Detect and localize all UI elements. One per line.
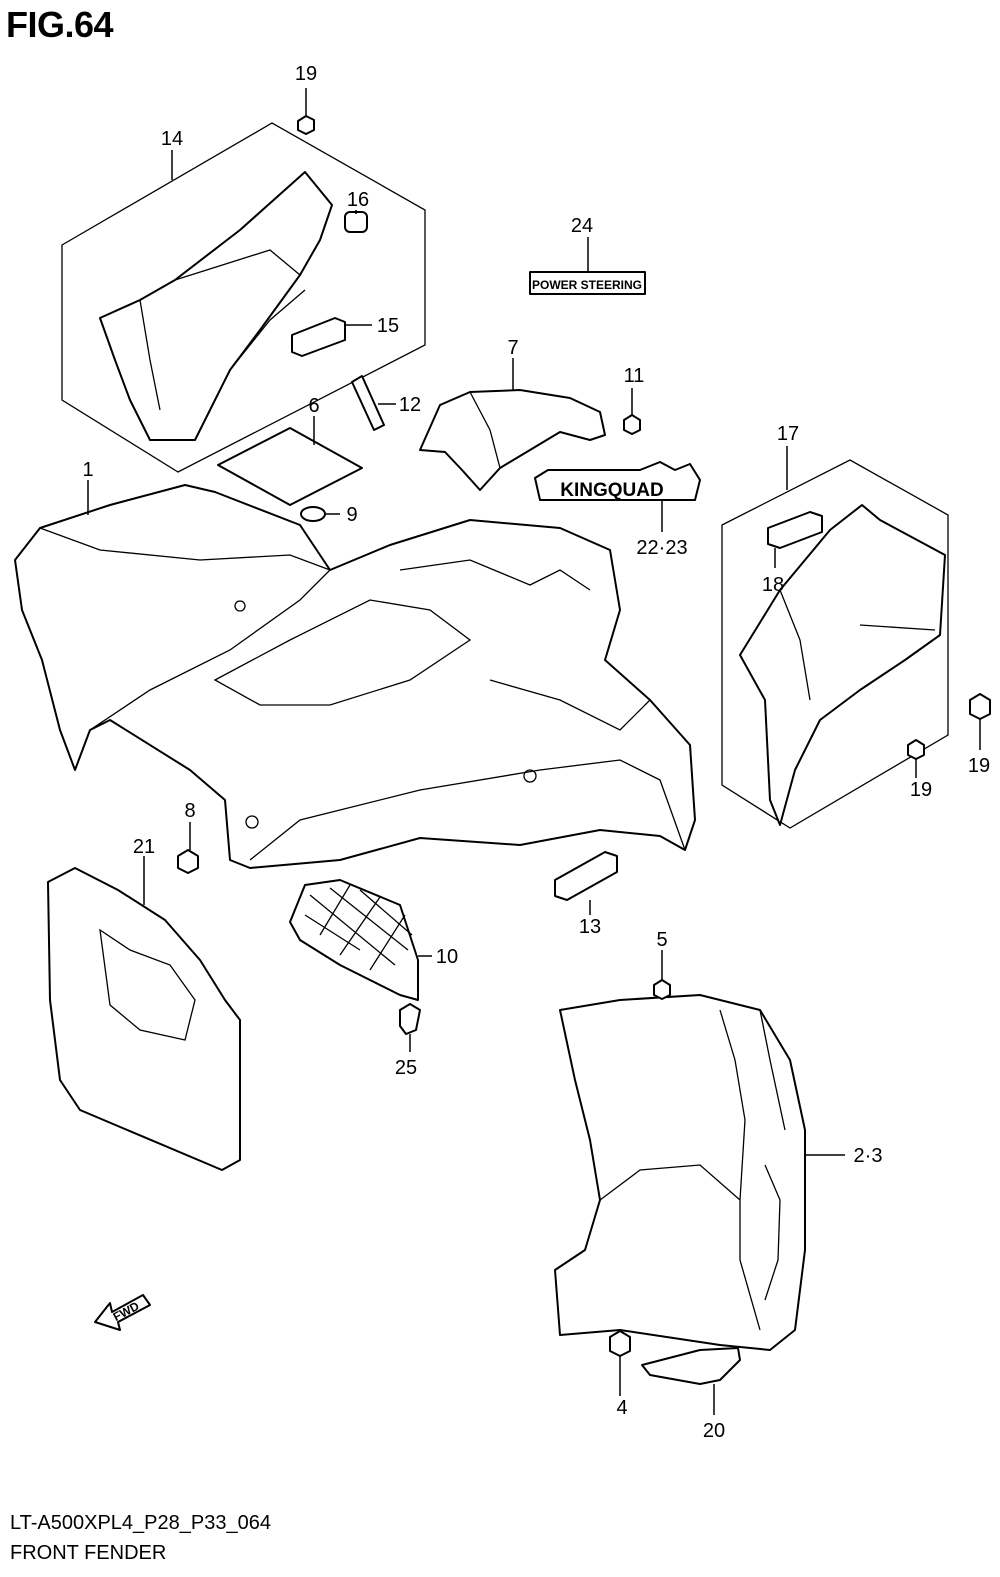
figure-title: FIG.64 xyxy=(6,4,114,45)
callout-19-right-upper: 19 xyxy=(968,755,990,777)
part-22-23-decal-kingquad[interactable]: KINGQUAD xyxy=(534,461,701,501)
decal-kingquad-text: KINGQUAD xyxy=(560,480,663,501)
part-14-inner-panel[interactable] xyxy=(99,171,333,441)
part-19-bolt-right-lower[interactable] xyxy=(907,739,925,760)
diagram-code: LT-A500XPL4_P28_P33_064 xyxy=(10,1512,271,1534)
part-19-bolt-right-upper[interactable] xyxy=(969,693,991,720)
callout-21: 21 xyxy=(133,836,155,858)
callout-labels: 19 14 16 24 15 7 11 12 6 9 1 22·23 17 18… xyxy=(82,63,990,1442)
part-7-top-cover[interactable] xyxy=(419,389,606,491)
callout-22-23: 22·23 xyxy=(636,537,687,559)
callout-18: 18 xyxy=(762,574,784,596)
callout-2-3: 2·3 xyxy=(854,1145,883,1167)
part-1-front-fender[interactable] xyxy=(14,484,696,869)
callout-10: 10 xyxy=(436,946,458,968)
part-18-pad[interactable] xyxy=(767,511,823,549)
decal-power-steering-text: POWER STEERING xyxy=(532,278,642,292)
callout-15: 15 xyxy=(377,315,399,337)
part-21-side-panel[interactable] xyxy=(47,867,241,1171)
assembly-box-17 xyxy=(721,459,949,829)
callout-12: 12 xyxy=(399,394,421,416)
part-24-decal-power-steering[interactable]: POWER STEERING xyxy=(529,271,646,295)
part-19-bolt-top[interactable] xyxy=(297,115,315,135)
callout-19-top: 19 xyxy=(295,63,317,85)
leader-lines xyxy=(87,88,981,1415)
section-name: FRONT FENDER xyxy=(10,1542,167,1564)
part-15-pad[interactable] xyxy=(291,317,346,357)
callout-19-right-lower: 19 xyxy=(910,779,932,801)
callout-5: 5 xyxy=(656,929,667,951)
part-11-bolt[interactable] xyxy=(623,414,641,435)
part-6-lid[interactable] xyxy=(217,427,363,506)
callout-25: 25 xyxy=(395,1057,417,1079)
part-25-screw[interactable] xyxy=(399,1003,421,1035)
callout-1: 1 xyxy=(82,459,93,481)
callout-13: 13 xyxy=(579,916,601,938)
part-9-grommet[interactable] xyxy=(300,506,326,522)
callout-9: 9 xyxy=(346,504,357,526)
fwd-arrow-icon: FWD xyxy=(94,1294,151,1331)
callout-14: 14 xyxy=(161,128,183,150)
part-2-3-mud-guard[interactable] xyxy=(554,994,806,1351)
part-8-bolt[interactable] xyxy=(177,849,199,874)
part-12-spacer[interactable] xyxy=(351,375,385,431)
callout-17: 17 xyxy=(777,423,799,445)
part-20-guard[interactable] xyxy=(641,1347,741,1385)
callout-11: 11 xyxy=(624,365,645,387)
callout-8: 8 xyxy=(184,800,195,822)
part-5-bolt[interactable] xyxy=(653,979,671,1000)
part-10-grille[interactable] xyxy=(289,879,419,1001)
callout-6: 6 xyxy=(308,395,319,417)
callout-4: 4 xyxy=(616,1397,627,1419)
callout-7: 7 xyxy=(507,337,518,359)
part-16-grommet[interactable] xyxy=(344,211,368,233)
assembly-box-14 xyxy=(61,122,426,473)
callout-20: 20 xyxy=(703,1420,725,1442)
part-4-bolt[interactable] xyxy=(609,1330,631,1357)
callout-24: 24 xyxy=(571,215,593,237)
part-17-inner-panel[interactable] xyxy=(739,504,946,826)
part-13-pad[interactable] xyxy=(554,851,618,901)
callout-16: 16 xyxy=(347,189,369,211)
